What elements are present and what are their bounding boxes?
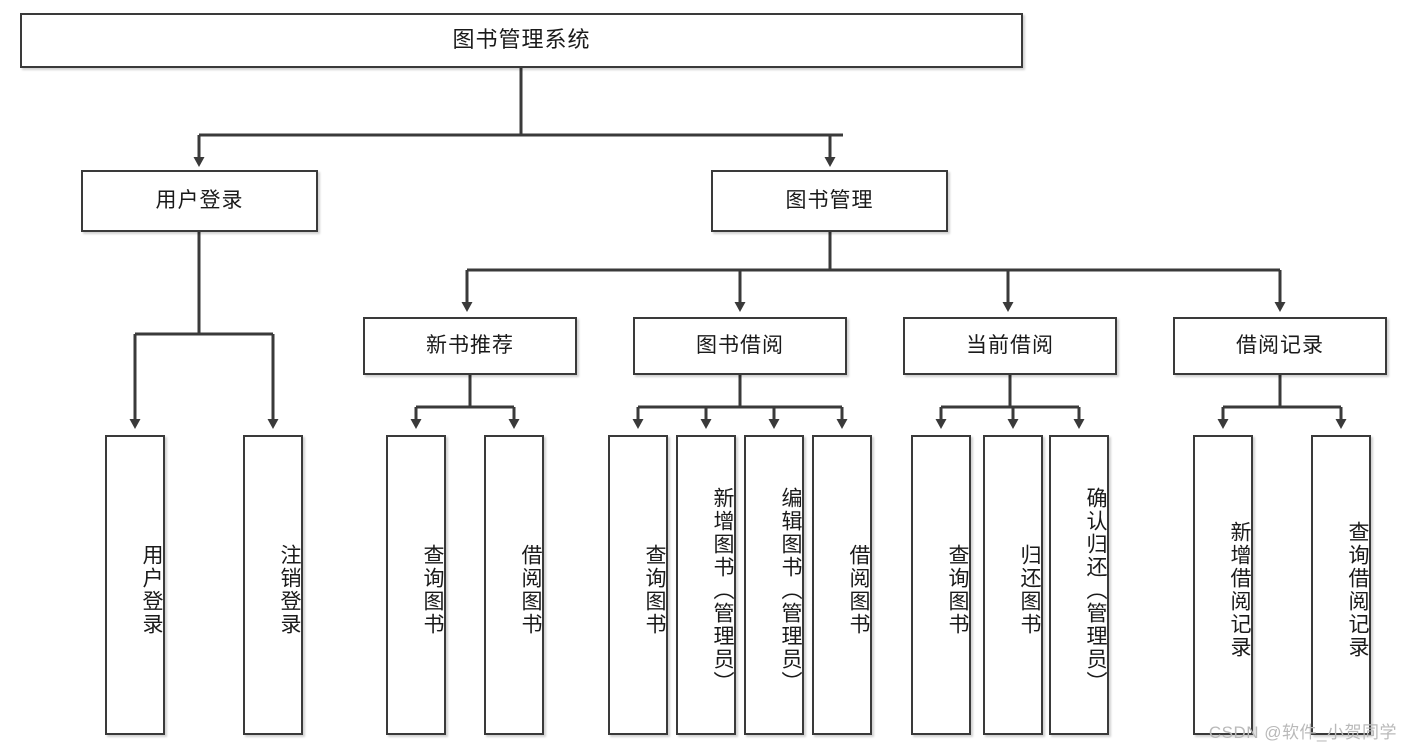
leaf-query-book-recommend[interactable]: 查询图书 [386, 435, 446, 735]
node-label: 用户登录 [155, 189, 244, 213]
node-label: 查询图书 [643, 544, 666, 636]
node-label: 借阅图书 [847, 544, 870, 636]
node-book-borrow[interactable]: 图书借阅 [633, 317, 847, 375]
node-label: 图书借阅 [696, 334, 784, 358]
leaf-query-borrow-record[interactable]: 查询借阅记录 [1311, 435, 1371, 735]
node-label: 新增借阅记录 [1228, 521, 1251, 659]
leaf-user-logout[interactable]: 注销登录 [243, 435, 303, 735]
node-label: 借阅记录 [1236, 334, 1324, 358]
watermark: CSDN @软件_小贺同学 [1208, 723, 1397, 742]
node-label: 确认归还（管理员） [1084, 486, 1107, 694]
node-label: 注销登录 [278, 544, 301, 636]
node-label: 编辑图书（管理员） [779, 486, 802, 694]
leaf-add-borrow-record[interactable]: 新增借阅记录 [1193, 435, 1253, 735]
node-root[interactable]: 图书管理系统 [20, 13, 1023, 68]
node-borrow-record[interactable]: 借阅记录 [1173, 317, 1387, 375]
node-label: 查询图书 [946, 544, 969, 636]
leaf-borrow-book[interactable]: 借阅图书 [812, 435, 872, 735]
leaf-query-book-borrow[interactable]: 查询图书 [608, 435, 668, 735]
node-user-login[interactable]: 用户登录 [81, 170, 318, 232]
node-label: 查询借阅记录 [1346, 521, 1369, 659]
node-label: 查询图书 [421, 544, 444, 636]
node-label: 用户登录 [140, 544, 163, 636]
node-label: 新增图书（管理员） [711, 486, 734, 694]
leaf-edit-book-admin[interactable]: 编辑图书（管理员） [744, 435, 804, 735]
node-label: 图书管理系统 [452, 27, 591, 53]
node-book-management[interactable]: 图书管理 [711, 170, 948, 232]
leaf-confirm-return-admin[interactable]: 确认归还（管理员） [1049, 435, 1109, 735]
node-label: 新书推荐 [426, 334, 514, 358]
leaf-add-book-admin[interactable]: 新增图书（管理员） [676, 435, 736, 735]
leaf-return-book[interactable]: 归还图书 [983, 435, 1043, 735]
leaf-borrow-book-recommend[interactable]: 借阅图书 [484, 435, 544, 735]
node-label: 当前借阅 [966, 334, 1054, 358]
node-label: 图书管理 [785, 189, 874, 213]
leaf-query-book-current[interactable]: 查询图书 [911, 435, 971, 735]
node-label: 借阅图书 [519, 544, 542, 636]
node-label: 归还图书 [1018, 544, 1041, 636]
node-current-borrow[interactable]: 当前借阅 [903, 317, 1117, 375]
node-new-book-recommend[interactable]: 新书推荐 [363, 317, 577, 375]
leaf-user-login[interactable]: 用户登录 [105, 435, 165, 735]
